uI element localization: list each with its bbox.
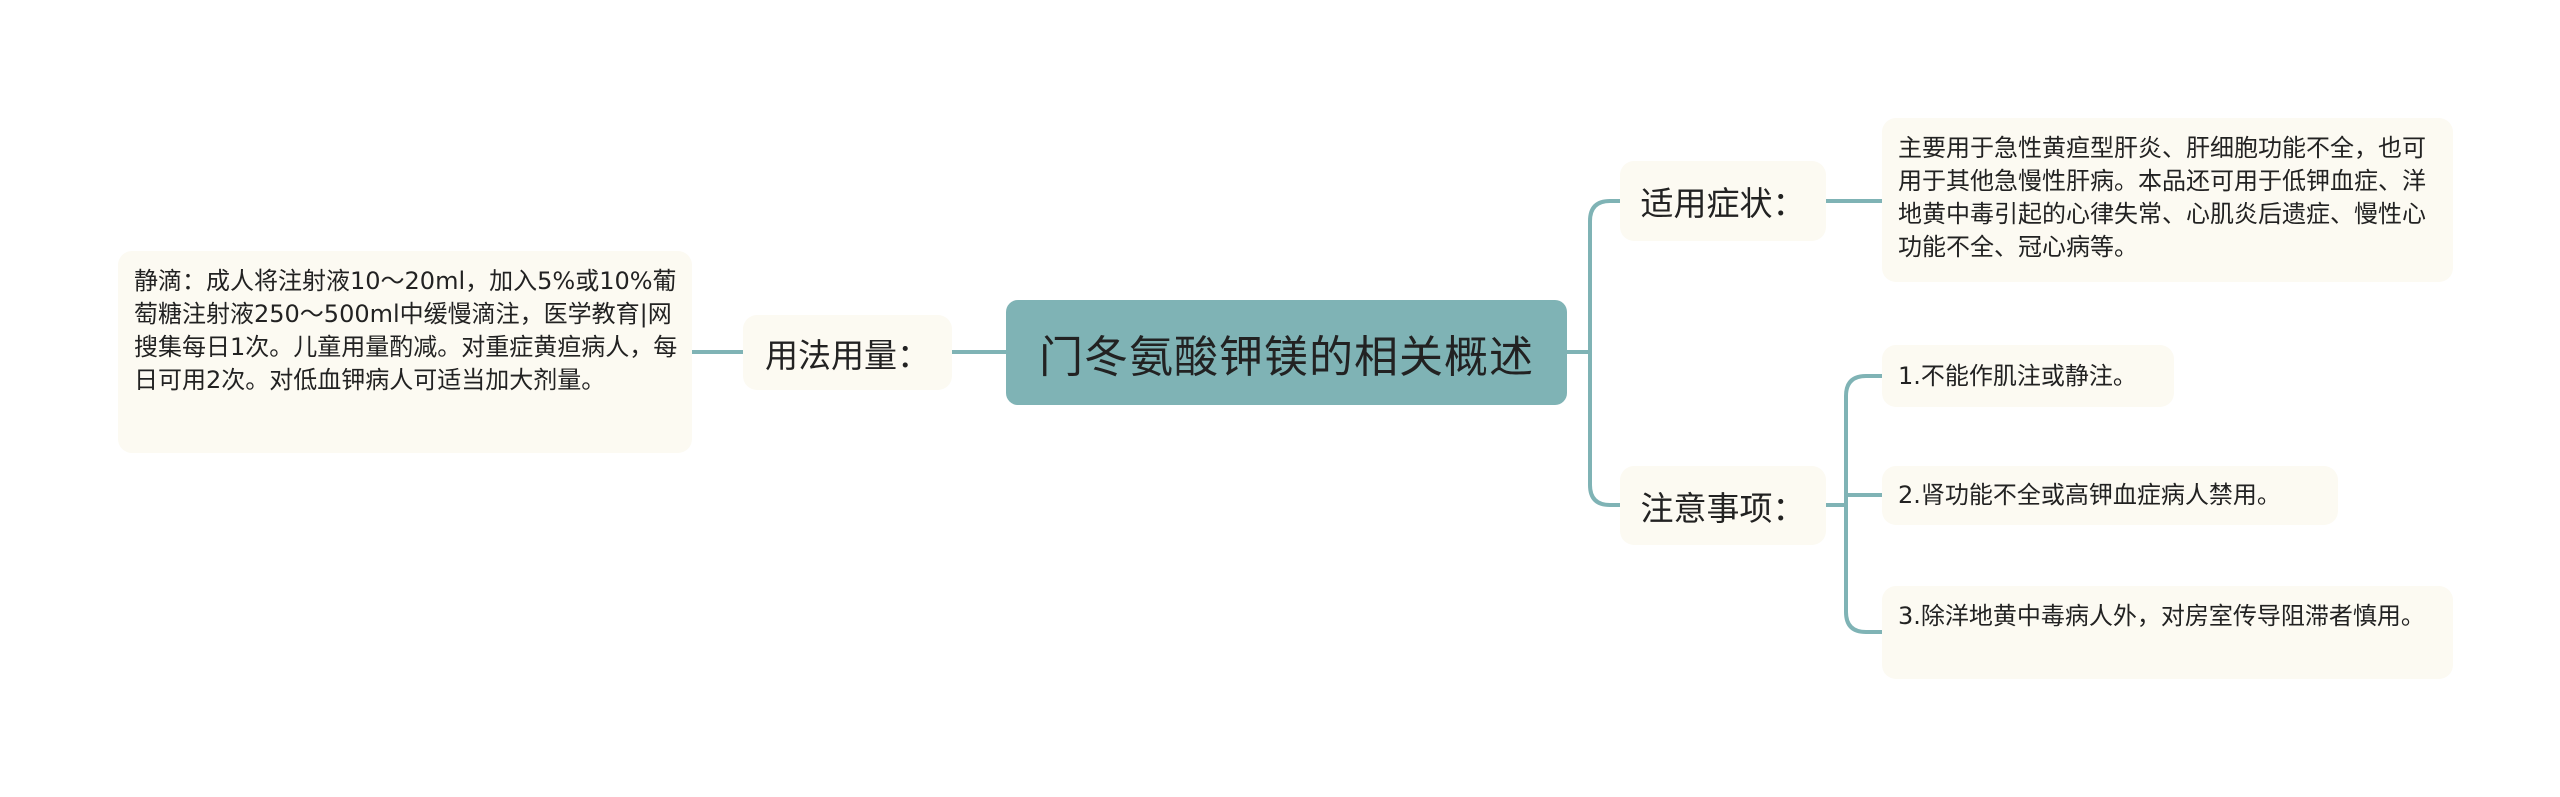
branch-usage-dosage-label: 用法用量： (765, 335, 930, 375)
branch-precautions-label: 注意事项： (1640, 488, 1806, 528)
indications-detail-text: 主要用于急性黄疸型肝炎、肝细胞功能不全，也可用于其他急慢性肝病。本品还可用于低钾… (1898, 134, 2426, 261)
branch-precautions[interactable]: 注意事项： (1620, 466, 1826, 545)
usage-dosage-detail-text: 静滴：成人将注射液10～20ml，加入5%或10%葡萄糖注射液250～500ml… (134, 267, 678, 394)
precaution-item-1[interactable]: 1.不能作肌注或静注。 (1882, 345, 2174, 407)
branch-indications-label: 适用症状： (1640, 184, 1806, 223)
precaution-item-1-text: 1.不能作肌注或静注。 (1898, 361, 2137, 390)
precaution-item-2[interactable]: 2.肾功能不全或高钾血症病人禁用。 (1882, 466, 2338, 525)
branch-usage-dosage[interactable]: 用法用量： (743, 315, 952, 390)
precaution-item-2-text: 2.肾功能不全或高钾血症病人禁用。 (1898, 481, 2281, 509)
branch-indications[interactable]: 适用症状： (1620, 161, 1826, 241)
usage-dosage-detail[interactable]: 静滴：成人将注射液10～20ml，加入5%或10%葡萄糖注射液250～500ml… (118, 251, 692, 453)
indications-detail[interactable]: 主要用于急性黄疸型肝炎、肝细胞功能不全，也可用于其他急慢性肝病。本品还可用于低钾… (1882, 118, 2453, 282)
precaution-item-3-text: 3.除洋地黄中毒病人外，对房室传导阻滞者慎用。 (1898, 602, 2425, 630)
precaution-item-3[interactable]: 3.除洋地黄中毒病人外，对房室传导阻滞者慎用。 (1882, 586, 2453, 679)
root-topic-label: 门冬氨酸钾镁的相关概述 (1039, 331, 1534, 383)
root-topic[interactable]: 门冬氨酸钾镁的相关概述 (1006, 300, 1567, 405)
